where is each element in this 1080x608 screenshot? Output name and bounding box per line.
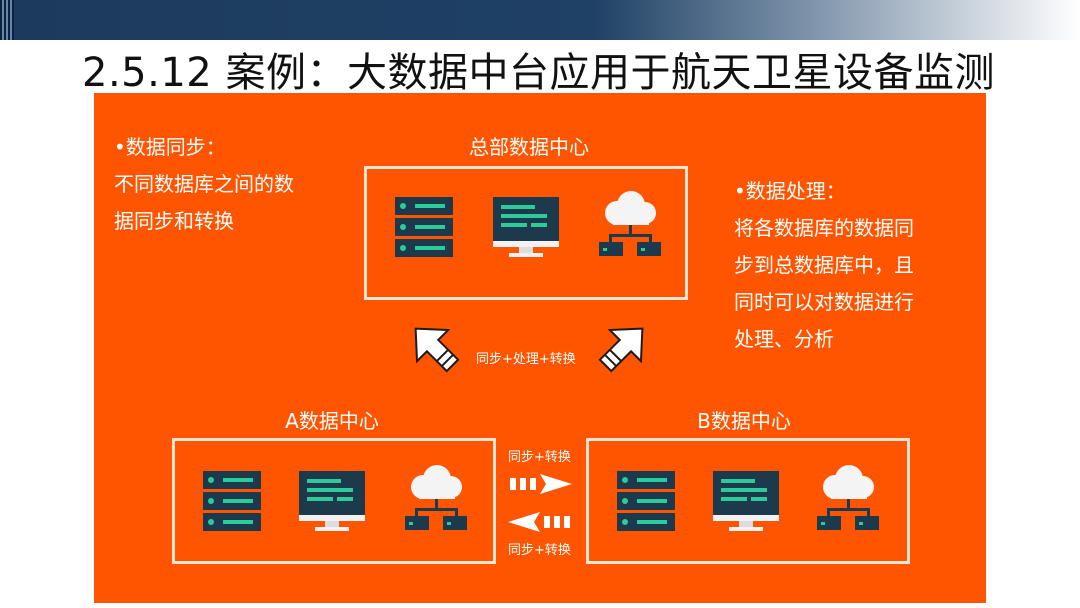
processing-note-title: •数据处理： (734, 179, 846, 203)
diagram-panel: •数据同步： 不同数据库之间的数 据同步和转换 •数据处理： 将各数据库的数据同… (94, 93, 986, 603)
arrow-left-icon (508, 512, 570, 532)
center-a-box (172, 438, 496, 564)
sync-note-line: 据同步和转换 (114, 209, 234, 233)
sync-note-line: 不同数据库之间的数 (114, 172, 294, 196)
banner-edge-stripes (0, 0, 14, 40)
server-rack-icon (203, 471, 261, 531)
server-rack-icon (395, 197, 453, 257)
processing-note-line: 处理、分析 (734, 327, 834, 351)
processing-note: •数据处理： 将各数据库的数据同 步到总数据库中，且 同时可以对数据进行 处理、… (734, 173, 914, 358)
hq-data-center-box (364, 166, 688, 300)
server-rack-icon (617, 471, 675, 531)
hq-label: 总部数据中心 (469, 135, 589, 159)
processing-note-line: 将各数据库的数据同 (734, 216, 914, 240)
arrow-up-right-icon (414, 327, 460, 373)
arrow-up-left-icon (598, 327, 644, 373)
processing-note-line: 步到总数据库中，且 (734, 253, 914, 277)
center-b-box (586, 438, 910, 564)
monitor-icon (493, 197, 559, 257)
cloud-network-icon (817, 465, 879, 530)
monitor-icon (713, 471, 779, 531)
slide-title: 2.5.12 案例：大数据中台应用于航天卫星设备监测 (82, 50, 995, 96)
cloud-network-icon (405, 465, 467, 530)
left-connector-label: 同步+转换 (508, 543, 571, 558)
center-b-label: B数据中心 (697, 409, 791, 433)
monitor-icon (299, 471, 365, 531)
cloud-network-icon (599, 191, 661, 256)
right-connector-label: 同步+转换 (508, 450, 571, 465)
sync-note: •数据同步： 不同数据库之间的数 据同步和转换 (114, 129, 294, 240)
center-a-label: A数据中心 (285, 409, 379, 433)
arrow-right-icon (510, 474, 572, 494)
up-connector-label: 同步+处理+转换 (476, 352, 576, 367)
processing-note-line: 同时可以对数据进行 (734, 290, 914, 314)
top-banner (0, 0, 1080, 40)
sync-note-title: •数据同步： (114, 135, 226, 159)
